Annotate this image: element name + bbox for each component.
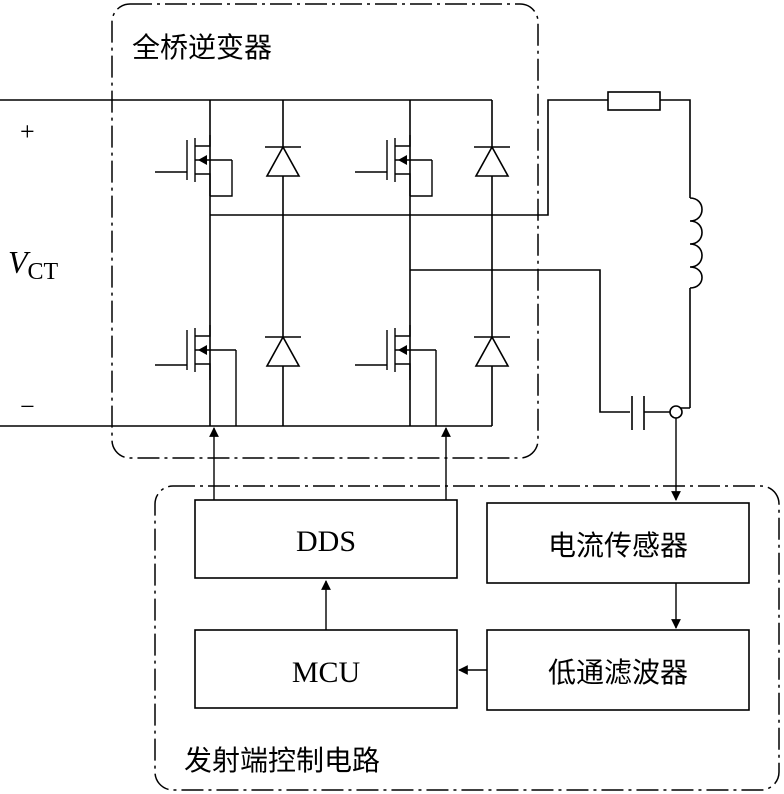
current-sensor-label: 电流传感器 [548,529,688,562]
dds-block: DDS [194,499,458,579]
source-voltage-label: VCT [8,244,59,285]
diode-d3 [474,145,510,177]
mcu-block: MCU [194,629,458,709]
diode-d1 [265,145,301,177]
diode-d4 [474,335,510,367]
capacitor [631,396,670,430]
controller-frame [154,485,780,791]
tank-right-wire [660,99,691,198]
inductor-coil [689,197,703,289]
inverter-frame [111,3,539,459]
mosfet-q4 [355,325,437,426]
dds-label: DDS [296,525,356,558]
inverter-title: 全桥逆变器 [132,31,272,64]
minus-sign: − [20,392,35,421]
controller-title: 发射端控制电路 [184,744,380,777]
output-node-b-wire [410,269,630,413]
source-voltage-symbol: V [8,244,31,280]
mosfet-q3 [355,135,433,197]
plus-sign: + [20,117,35,146]
current-sensor-block: 电流传感器 [486,502,750,584]
mcu-label: MCU [292,656,361,689]
lowpass-filter-label: 低通滤波器 [548,656,688,689]
output-node-a-wire [210,99,608,216]
diode-d2 [265,335,301,367]
mosfet-q1 [155,135,233,197]
resistor [607,91,661,111]
sense-node [669,405,683,419]
source-voltage-subscript: CT [28,259,59,285]
lowpass-filter-block: 低通滤波器 [486,629,750,711]
mosfet-q2 [155,325,237,426]
